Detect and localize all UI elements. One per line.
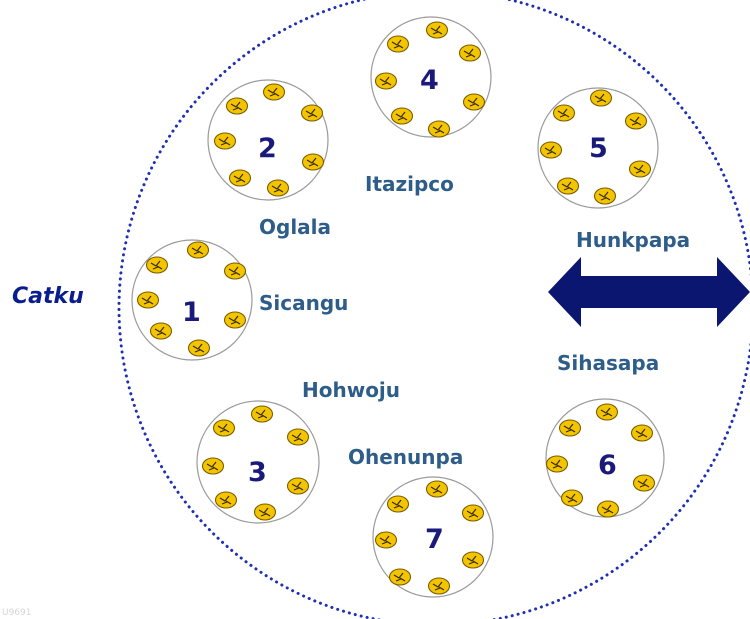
band-label-sihasapa: Sihasapa	[557, 351, 659, 375]
band-label-ohenunpa: Ohenunpa	[348, 445, 463, 469]
camp-5: 5	[537, 87, 659, 209]
camp-number: 4	[420, 65, 439, 96]
camp-circle-ring	[117, 0, 750, 619]
watermark: U9691	[2, 608, 32, 618]
band-label-hunkpapa: Hunkpapa	[576, 228, 690, 252]
camp-number: 3	[248, 457, 267, 488]
band-label-oglala: Oglala	[259, 215, 331, 239]
camp-3: 3	[196, 400, 320, 524]
camp-number: 6	[598, 450, 617, 481]
camp-number: 2	[258, 133, 277, 164]
band-label-sicangu: Sicangu	[259, 291, 348, 315]
double-arrow-icon	[548, 257, 750, 327]
camp-number: 1	[182, 297, 201, 328]
band-label-itazipco: Itazipco	[365, 172, 454, 196]
camp-7: 7	[372, 476, 494, 598]
catku-label: Catku	[12, 284, 84, 309]
camp-1: 1	[131, 239, 253, 361]
camp-number: 7	[425, 524, 444, 555]
camp-2: 2	[207, 79, 329, 201]
camp-4: 4	[370, 16, 492, 138]
camp-6: 6	[545, 398, 665, 518]
band-label-hohwoju: Hohwoju	[302, 378, 400, 402]
camp-number: 5	[589, 133, 608, 164]
